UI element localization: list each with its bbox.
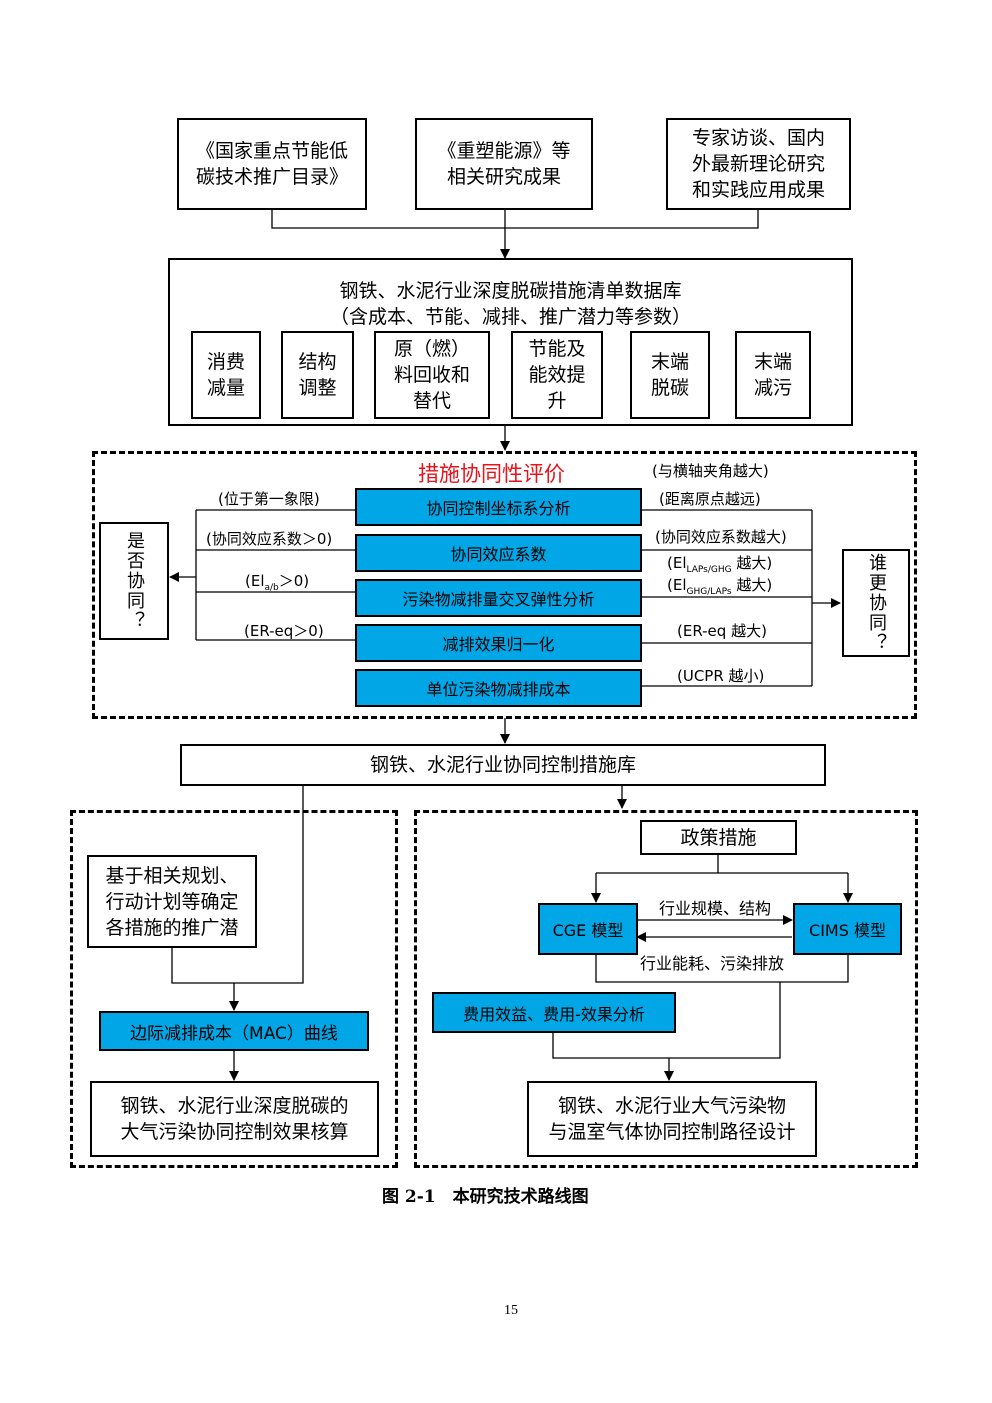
figure-caption: 图 2-1 本研究技术路线图 [382, 1187, 589, 1207]
library-label: 钢铁、水泥行业协同控制措施库 [369, 754, 636, 776]
label-sub: LAPs/GHG [686, 565, 732, 575]
policy-measures-box: 政策措施 [640, 820, 797, 855]
question-text: 谁更协同？ [866, 553, 887, 653]
method-label: 协同效应系数 [450, 545, 547, 564]
left-panel-region [70, 810, 398, 1168]
evaluation-region [92, 451, 917, 719]
right-panel-region [414, 810, 918, 1168]
mac-curve-box: 边际减排成本（MAC）曲线 [99, 1011, 369, 1051]
label-part: 越大) [731, 576, 773, 594]
criterion-er-eq-larger: (ER-eq 越大) [677, 622, 767, 640]
label-part: ＞0) [278, 572, 310, 590]
label-sub: a/b [264, 583, 279, 593]
panel-text: 钢铁、水泥行业大气污染物 与温室气体协同控制路径设计 [548, 1095, 796, 1143]
source-text: 专家访谈、国内 外最新理论研究 和实践应用成果 [691, 127, 825, 201]
category-structure-adjustment: 结构 调整 [281, 331, 354, 419]
cims-model-box: CIMS 模型 [793, 903, 902, 955]
cost-benefit-box: 费用效益、费用-效果分析 [432, 992, 676, 1033]
label-sub: GHG/LAPs [686, 587, 732, 597]
category-label: 结构 调整 [298, 351, 337, 399]
criterion-el-laps-ghg: (ElLAPs/GHG 越大) [667, 554, 772, 579]
question-text: 是否协同？ [124, 531, 145, 631]
panel-text: 基于相关规划、 行动计划等确定 各措施的推广潜 [105, 864, 239, 939]
criterion-ucpr-smaller: (UCPR 越小) [677, 667, 765, 685]
evaluation-title: 措施协同性评价 [418, 462, 565, 486]
model-label: CIMS 模型 [809, 921, 886, 940]
is-synergistic-box: 是否协同？ [99, 522, 169, 640]
panel-text: 钢铁、水泥行业深度脱碳的 大气污染协同控制效果核算 [120, 1095, 349, 1143]
criterion-distance-farther: (距离原点越远) [659, 490, 761, 508]
method-label: 污染物减排量交叉弹性分析 [402, 590, 595, 609]
method-label: 单位污染物减排成本 [426, 680, 571, 699]
model-label: CGE 模型 [552, 921, 624, 940]
cost-label: 费用效益、费用-效果分析 [463, 1004, 645, 1024]
flow-label-energy-emissions: 行业能耗、污染排放 [640, 954, 785, 973]
source-box-reinventing-fire: 《重塑能源》等 相关研究成果 [415, 118, 593, 210]
condition-coefficient-positive: (协同效应系数＞0) [206, 530, 333, 548]
category-energy-efficiency: 节能及 能效提 升 [511, 331, 603, 419]
mac-label: 边际减排成本（MAC）曲线 [130, 1023, 338, 1044]
method-label: 减排效果归一化 [442, 635, 555, 654]
database-subtitle: （含成本、节能、减排、推广潜力等参数） [329, 306, 691, 328]
which-more-synergistic-box: 谁更协同？ [842, 549, 910, 657]
method-label: 协同控制坐标系分析 [426, 499, 571, 518]
criterion-angle-larger: (与横轴夹角越大) [652, 462, 769, 480]
flow-label-scale-structure: 行业规模、结构 [659, 899, 772, 918]
category-label: 节能及 能效提 升 [528, 338, 586, 412]
source-box-expert-interviews: 专家访谈、国内 外最新理论研究 和实践应用成果 [666, 118, 851, 210]
category-end-pollution-reduction: 末端 减污 [735, 331, 811, 419]
panel-text: 政策措施 [680, 826, 757, 849]
category-label: 末端 脱碳 [650, 351, 689, 399]
label-part: (El [245, 572, 265, 590]
condition-first-quadrant: (位于第一象限) [218, 490, 320, 508]
measure-library-box: 钢铁、水泥行业协同控制措施库 [180, 744, 826, 786]
left-result-box: 钢铁、水泥行业深度脱碳的 大气污染协同控制效果核算 [90, 1081, 379, 1157]
method-cross-elasticity: 污染物减排量交叉弹性分析 [355, 579, 642, 617]
method-normalization: 减排效果归一化 [355, 624, 642, 662]
source-text: 《重塑能源》等 相关研究成果 [437, 140, 571, 188]
method-coordinate-analysis: 协同控制坐标系分析 [355, 488, 642, 526]
source-text: 《国家重点节能低 碳技术推广目录》 [195, 140, 348, 188]
method-unit-cost: 单位污染物减排成本 [355, 669, 642, 707]
source-box-energy-catalog: 《国家重点节能低 碳技术推广目录》 [177, 118, 367, 210]
category-label: 消费 减量 [206, 351, 245, 399]
label-part: (El [667, 554, 687, 572]
condition-er-eq-positive: (ER-eq＞0) [244, 622, 324, 640]
condition-elasticity-positive: (Ela/b＞0) [245, 572, 309, 597]
method-synergy-coefficient: 协同效应系数 [355, 534, 642, 572]
cge-model-box: CGE 模型 [538, 903, 638, 955]
category-label: 原（燃） 料回收和 替代 [393, 338, 470, 412]
criterion-el-ghg-laps: (ElGHG/LAPs 越大) [667, 576, 772, 601]
category-material-recycling: 原（燃） 料回收和 替代 [374, 331, 490, 419]
promotion-potential-box: 基于相关规划、 行动计划等确定 各措施的推广潜 [87, 855, 257, 948]
criterion-coefficient-larger: (协同效应系数越大) [655, 528, 787, 546]
category-consumption-reduction: 消费 减量 [191, 331, 261, 419]
right-result-box: 钢铁、水泥行业大气污染物 与温室气体协同控制路径设计 [527, 1081, 817, 1157]
label-part: (El [667, 576, 687, 594]
category-label: 末端 减污 [753, 351, 792, 399]
database-title: 钢铁、水泥行业深度脱碳措施清单数据库 [339, 280, 682, 302]
label-part: 越大) [731, 554, 773, 572]
category-end-decarbonization: 末端 脱碳 [630, 331, 710, 419]
page-number: 15 [504, 1303, 518, 1318]
